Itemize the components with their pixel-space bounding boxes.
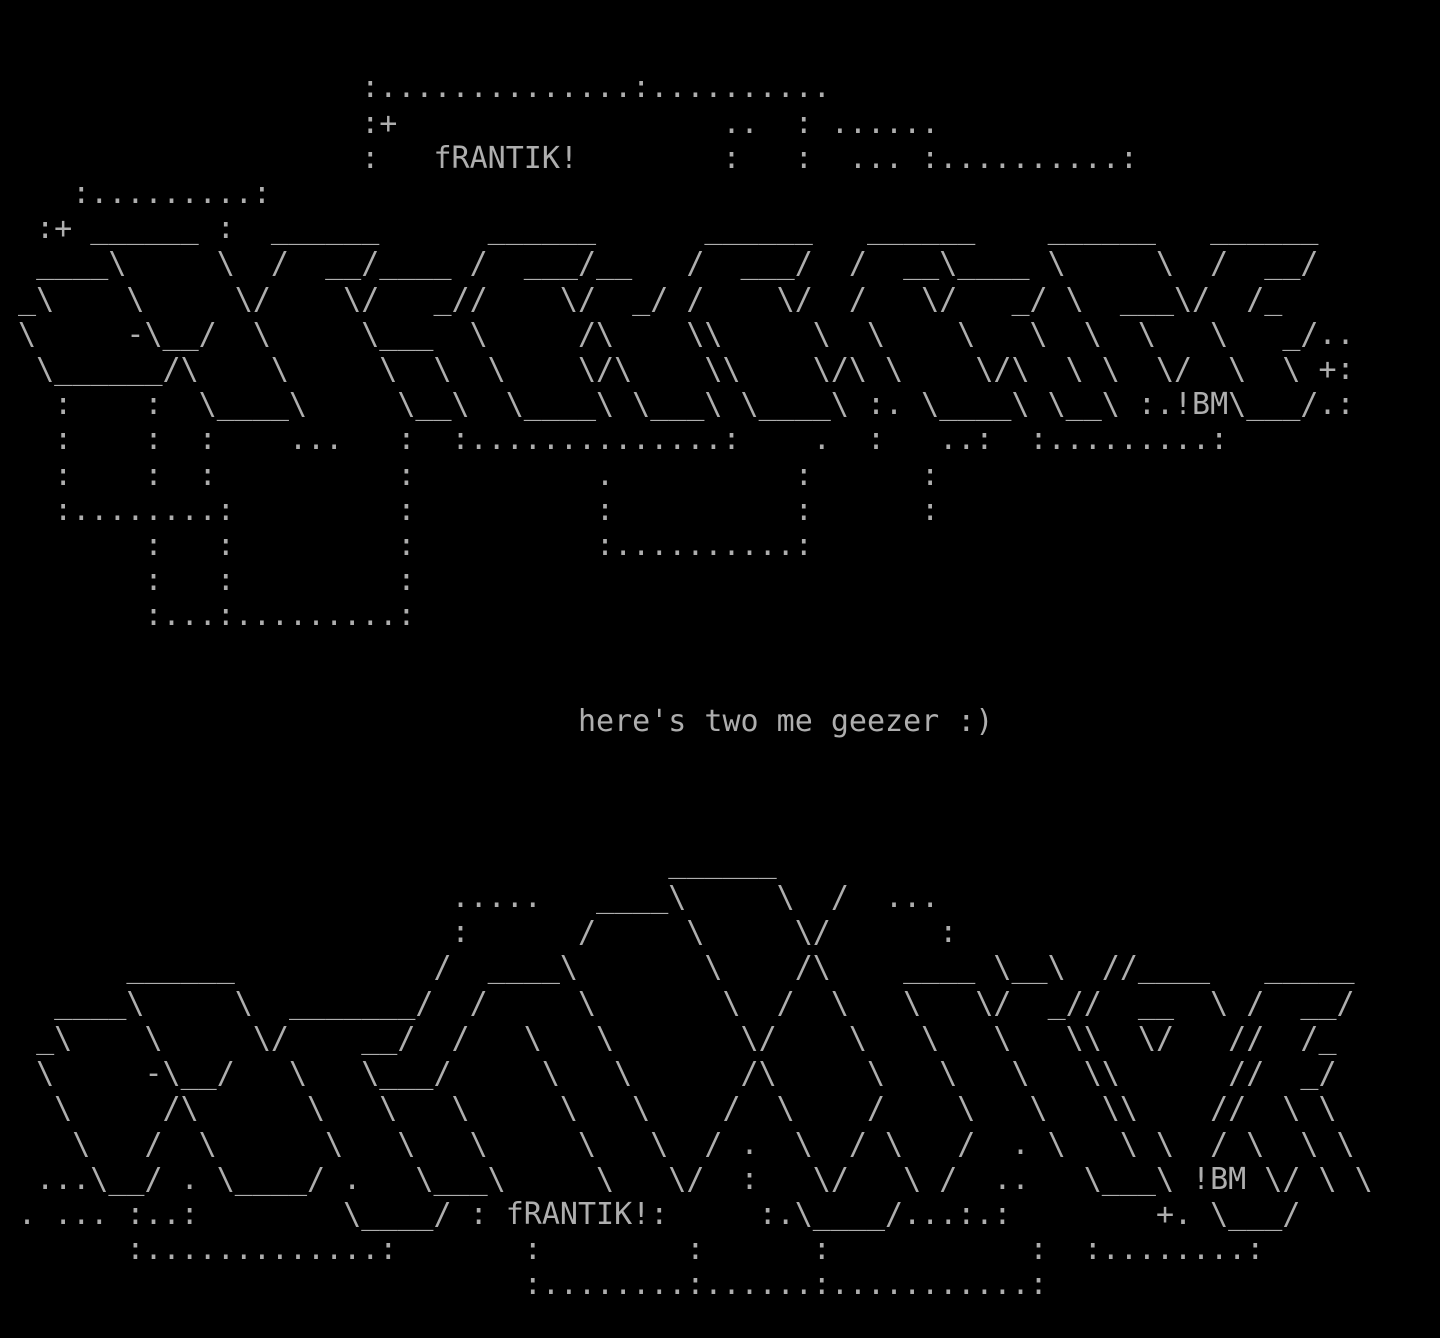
ascii-logo-top: :..............:.......... :+ .. : .....… (18, 70, 1355, 634)
dedication-line: here's two me geezer :) (577, 704, 994, 740)
ascii-logo-bottom: ______ ..... ____\ \ / ... : / \ \/ : __… (18, 844, 1373, 1303)
